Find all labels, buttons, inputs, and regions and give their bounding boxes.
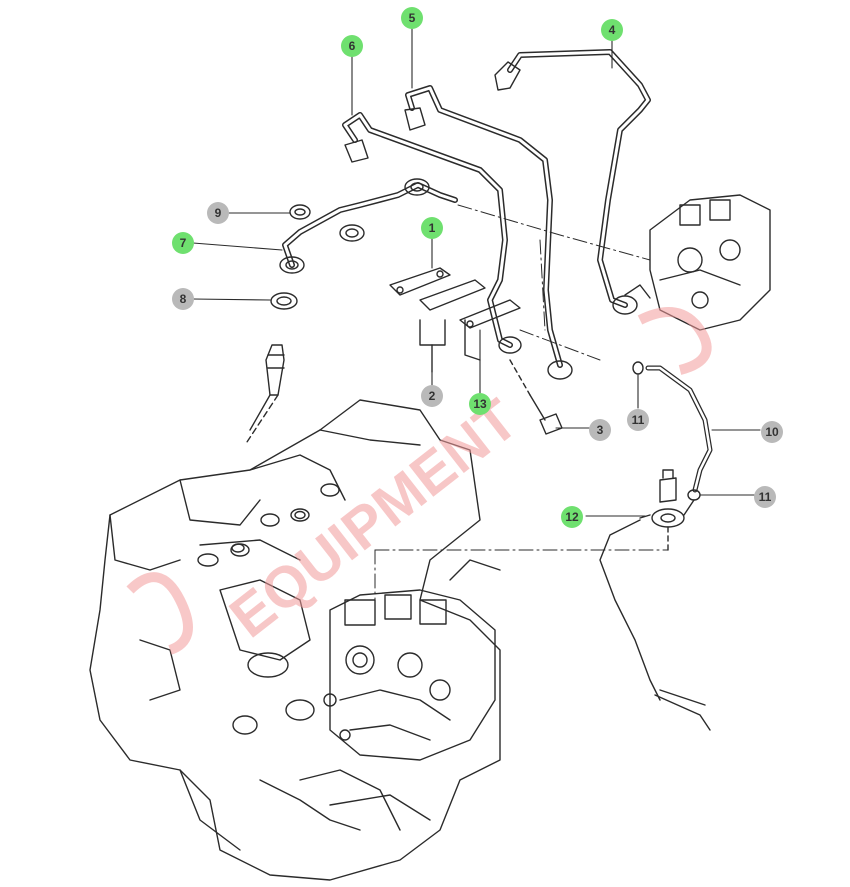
callout-4-label: 4 xyxy=(609,23,616,37)
injection-pipe-5 xyxy=(404,85,573,380)
watermark-text: EQUIPMENT xyxy=(218,387,530,651)
callout-11-label: 11 xyxy=(759,490,772,504)
callout-11-label: 11 xyxy=(632,413,645,427)
part-12-banjo xyxy=(639,469,695,551)
watermark-logo xyxy=(126,307,712,655)
callout-5-label: 5 xyxy=(409,11,416,25)
callout-4-bubble xyxy=(601,19,623,41)
part-9-screw xyxy=(289,204,311,220)
callout-8-label: 8 xyxy=(180,292,187,306)
callout-9-label: 9 xyxy=(215,206,222,220)
part-8-washer xyxy=(270,292,298,310)
callout-1-bubble xyxy=(421,217,443,239)
injection-pipe-4 xyxy=(494,49,651,315)
callout-9-bubble xyxy=(207,202,229,224)
callout-12-label: 12 xyxy=(565,510,579,524)
callout-12-bubble xyxy=(561,506,583,528)
injection-pump xyxy=(323,559,501,761)
callout-2-label: 2 xyxy=(429,389,436,403)
callout-13-label: 13 xyxy=(473,397,487,411)
callout-11-bubble xyxy=(754,486,776,508)
callout-13-bubble xyxy=(469,393,491,415)
part-10-hose xyxy=(645,365,713,493)
callout-6-label: 6 xyxy=(349,39,356,53)
assembly-lines xyxy=(374,204,669,606)
injector-nozzle xyxy=(244,344,285,446)
part-1-clamp xyxy=(389,267,521,329)
part-11-clamp-a xyxy=(632,361,644,375)
callout-6-bubble xyxy=(341,35,363,57)
injection-pipe-6 xyxy=(342,112,522,354)
leader-lines xyxy=(192,27,761,517)
callout-3-bubble xyxy=(589,419,611,441)
callout-1-label: 1 xyxy=(429,221,436,235)
callout-11-bubble xyxy=(627,409,649,431)
callout-7-label: 7 xyxy=(180,236,187,250)
engine-block xyxy=(89,399,501,881)
callout-10-label: 10 xyxy=(765,425,779,439)
callout-3-label: 3 xyxy=(597,423,604,437)
leak-off-tube xyxy=(599,519,711,731)
injection-pipe-7 xyxy=(279,178,458,274)
part-2-bracket xyxy=(419,319,481,373)
callout-10-bubble xyxy=(761,421,783,443)
callout-7-bubble xyxy=(172,232,194,254)
callout-2-bubble xyxy=(421,385,443,407)
callout-8-bubble xyxy=(172,288,194,310)
fuel-pump-right xyxy=(649,194,771,331)
callout-5-bubble xyxy=(401,7,423,29)
